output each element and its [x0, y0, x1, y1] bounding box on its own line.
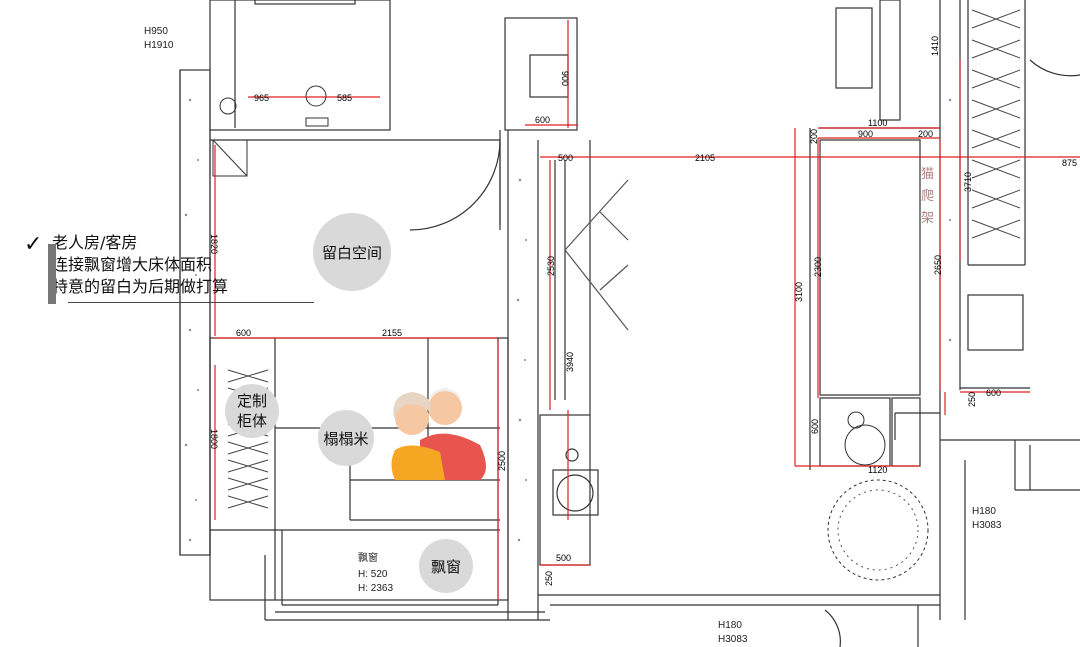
label-bay-title: 飘窗 [358, 551, 378, 564]
note-title: 老人房/客房 [52, 233, 138, 252]
label-cat-shelf-1: 猫 [921, 167, 934, 182]
dim-600-bath: 600 [535, 115, 550, 125]
dim-585: 585 [337, 93, 352, 103]
elderly-couple-icon [391, 388, 486, 480]
note-line-3: 特意的留白为后期做打算 [52, 277, 229, 296]
dim-3710: 3710 [963, 172, 973, 192]
dimension-lines [214, 20, 1080, 600]
bubble-bay-window: 飘窗 [419, 539, 473, 593]
fixtures [212, 85, 886, 466]
label-right-h3083: H3083 [972, 520, 1002, 531]
wall-texture [184, 98, 952, 542]
label-bottom-h180: H180 [718, 620, 742, 631]
bubble-cabinet: 定制 柜体 [225, 384, 279, 438]
dim-600-right: 600 [810, 419, 820, 434]
label-h950: H950 [144, 26, 168, 37]
dim-600-cabinet: 600 [236, 328, 251, 338]
dim-2650: 2650 [933, 255, 943, 275]
dim-2300: 2300 [813, 257, 823, 277]
dim-2155: 2155 [382, 328, 402, 338]
bubble-cabinet-text-2: 柜体 [237, 412, 267, 430]
bubble-cabinet-text-1: 定制 [237, 392, 267, 410]
label-h1910: H1910 [144, 40, 174, 51]
dim-500-top: 500 [558, 153, 573, 163]
dim-2105: 2105 [695, 153, 715, 163]
checkmark-icon: ✓ [24, 232, 43, 257]
dim-2530: 2530 [546, 256, 556, 276]
dim-1120: 1120 [868, 465, 887, 475]
dim-250-bottom: 250 [544, 571, 554, 586]
bubble-bay-window-text: 飘窗 [431, 558, 461, 576]
label-cat-shelf-3: 架 [921, 211, 934, 226]
bubble-blank-space-text: 留白空间 [322, 244, 382, 262]
dim-600-desk: 600 [986, 388, 1001, 398]
note-accent-bar [48, 244, 56, 304]
dimension-labels: 965 585 900 600 500 2105 1100 900 200 20… [209, 36, 1077, 586]
bubble-tatami: 榻榻米 [318, 410, 374, 466]
dim-1410: 1410 [930, 36, 940, 56]
plant-icon [827, 479, 929, 581]
dim-1100: 1100 [868, 118, 887, 128]
label-right-h180: H180 [972, 506, 996, 517]
wardrobe-hangers-right [971, 9, 1021, 239]
walls [179, 0, 1080, 647]
dim-3940: 3940 [565, 352, 575, 372]
dim-500-bottom: 500 [556, 553, 571, 563]
design-note: ✓ 老人房/客房 连接飘窗增大床体面积 特意的留白为后期做打算 [24, 232, 314, 304]
note-underline [68, 302, 314, 303]
bubble-tatami-text: 榻榻米 [323, 430, 368, 448]
note-line-2: 连接飘窗增大床体面积 [52, 255, 213, 274]
dim-900: 900 [560, 71, 570, 86]
dim-875: 875 [1062, 158, 1077, 168]
label-bay-height: H: 520 [358, 569, 388, 580]
dim-900-right: 900 [858, 129, 873, 139]
label-bay-length: H: 2363 [358, 583, 393, 594]
annotations: H950 H1910 飘窗 H: 520 H: 2363 H180 H3083 … [144, 26, 1002, 645]
dim-2500: 2500 [497, 451, 507, 471]
label-cat-shelf-2: 爬 [921, 189, 934, 204]
dim-1820: 1820 [209, 234, 219, 254]
dim-250-right: 250 [967, 392, 977, 407]
bubble-blank-space: 留白空间 [313, 213, 391, 291]
dim-1800: 1800 [209, 429, 219, 449]
label-bottom-h3083: H3083 [718, 634, 748, 645]
dim-965: 965 [254, 93, 269, 103]
dim-200-left: 200 [809, 129, 819, 144]
dim-3100: 3100 [794, 282, 804, 302]
dim-200-right: 200 [918, 129, 933, 139]
